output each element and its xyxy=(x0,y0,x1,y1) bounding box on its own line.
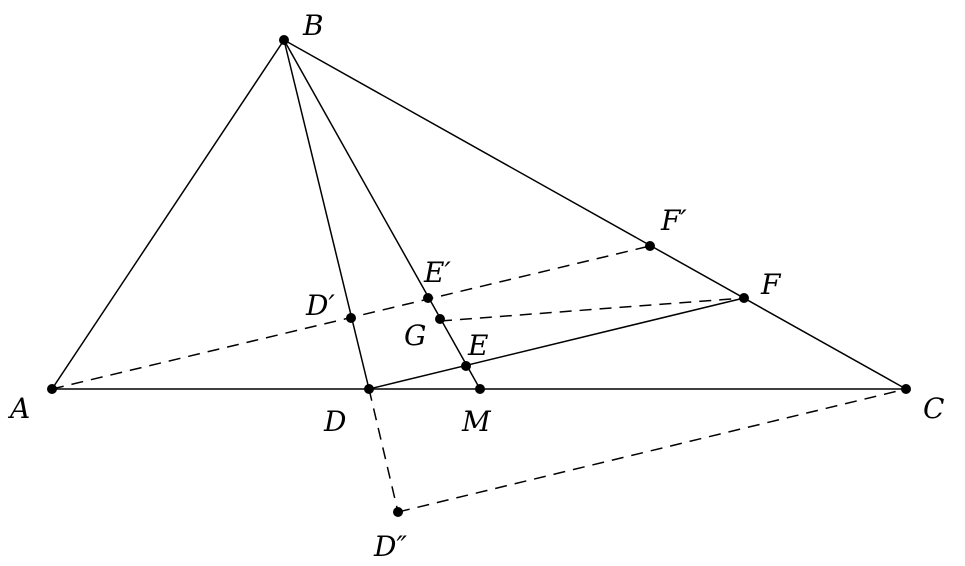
label-d: D xyxy=(323,405,346,438)
label-b: B xyxy=(302,9,324,42)
points xyxy=(47,35,911,517)
label-a: A xyxy=(7,392,30,425)
label-d-double-prime: D″ xyxy=(373,530,407,563)
point-a xyxy=(47,384,57,394)
dashed-segment-g-f xyxy=(439,297,745,322)
point-b xyxy=(279,35,289,45)
label-c: C xyxy=(923,392,944,425)
segment-bm xyxy=(283,39,481,390)
dashed-segment-d-d-double-prime xyxy=(368,388,399,513)
point-c xyxy=(901,384,911,394)
point-g xyxy=(435,314,445,324)
segment-bd xyxy=(283,39,370,390)
point-f-prime xyxy=(645,241,655,251)
label-g: G xyxy=(404,319,426,352)
label-d-prime: D′ xyxy=(305,289,335,322)
point-m xyxy=(475,384,485,394)
label-e: E xyxy=(467,329,488,362)
label-m: M xyxy=(461,405,492,438)
dashed-segment-d-double-prime-c xyxy=(397,388,907,513)
label-f-prime: F′ xyxy=(660,204,687,237)
point-e-prime xyxy=(423,293,433,303)
point-d xyxy=(364,384,374,394)
label-e-prime: E′ xyxy=(423,256,451,289)
segment-df xyxy=(368,297,745,390)
point-f xyxy=(739,293,749,303)
point-d-prime xyxy=(346,313,356,323)
segment-ab xyxy=(51,39,285,390)
segment-bc xyxy=(283,39,907,390)
point-d-double-prime xyxy=(393,507,403,517)
label-f: F xyxy=(760,268,782,301)
point-labels: A B C D M E F G D′ E′ F′ D″ xyxy=(7,9,944,563)
point-e xyxy=(461,361,471,371)
